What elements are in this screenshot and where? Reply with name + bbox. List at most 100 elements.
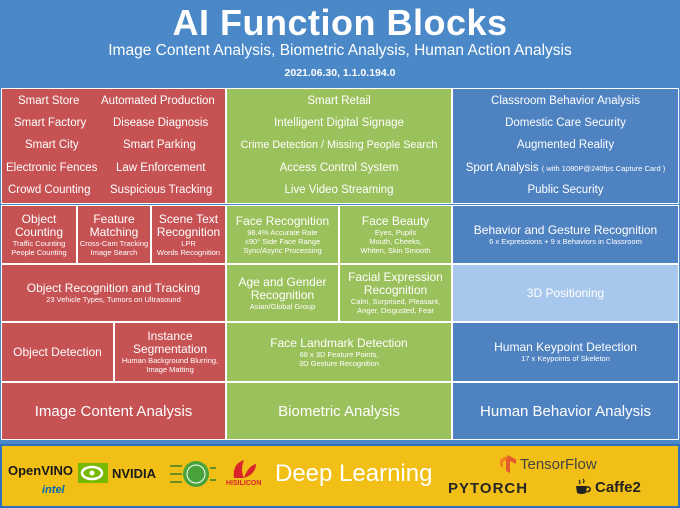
age-gender-title: Age and Gender [238,274,327,289]
face-beauty-title: Face Beauty [361,213,430,228]
object-tracking-detail: 23 Vehicle Types, Tumors on Ultrasound [46,295,181,304]
scene-text-title-2: Recognition [156,224,221,239]
page-subtitle: Image Content Analysis, Biometric Analys… [108,42,572,59]
version-label: 2021.06.30, 1.1.0.194.0 [284,67,396,79]
app-disease-diagnosis: Disease Diagnosis [113,117,209,129]
pytorch-logo-text: PYTORCH [448,480,529,497]
object-counting-detail-2: People Counting [11,247,67,257]
human-behavior-apps-panel: Classroom Behavior Analysis Domestic Car… [452,88,679,204]
object-counting-title-2: Counting [14,224,64,239]
image-content-analysis-footer: Image Content Analysis [1,382,226,440]
object-tracking-block: Object Recognition and Tracking 23 Vehic… [1,264,226,322]
facial-expression-detail-2: Anger, Disgusted, Fear [357,306,434,315]
face-landmark-detail: 68 x 3D Feature Points, [299,349,379,359]
face-beauty-detail: Eyes, Pupils [374,227,417,237]
behavior-gesture-title: Behavior and Gesture Recognition [473,222,658,237]
face-beauty-block: Face Beauty Eyes, Pupils Mouth, Cheeks, … [339,205,452,264]
facial-expression-detail: Calm, Surprised, Pleasant, [350,297,441,306]
scene-text-detail-2: Words Recognition [156,247,221,257]
feature-matching-detail-2: Image Search [90,247,138,257]
hisilicon-logo-text: HISILICON [226,480,262,487]
caffe2-logo: Caffe2 [574,478,641,496]
app-crowd-counting: Crowd Counting [8,184,91,196]
face-recognition-detail: 98.4% Accurate Rate [247,227,318,237]
app-classroom-behavior: Classroom Behavior Analysis [491,95,640,107]
object-counting-block: Object Counting Traffic Counting People … [1,205,77,264]
hisilicon-logo: HISILICON [226,458,261,487]
app-augmented-reality: Augmented Reality [516,139,615,151]
app-access-control: Access Control System [279,162,399,174]
positioning-3d-title: 3D Positioning [526,285,605,300]
object-counting-detail: Traffic Counting [12,238,66,248]
keypoint-detection-title: Human Keypoint Detection [494,340,637,354]
biometric-analysis-footer: Biometric Analysis [226,382,452,440]
object-detection-block: Object Detection [1,322,114,382]
scene-text-detail: LPR [181,238,196,248]
face-recognition-block: Face Recognition 98.4% Accurate Rate ±90… [226,205,339,264]
face-recognition-detail-3: Sync/Async Processing [243,245,322,255]
face-landmark-detail-2: 3D Gesture Recognition [298,358,380,368]
app-sport-analysis-note: ( with 1080P@240fps Capture Card ) [541,164,666,173]
behavior-gesture-detail: 6 x Expressions + 9 x Behaviors in Class… [489,236,642,246]
instance-segmentation-title-2: Segmentation [132,342,208,356]
app-digital-signage: Intelligent Digital Signage [274,117,404,129]
face-landmark-block: Face Landmark Detection 68 x 3D Feature … [226,322,452,382]
deep-learning-label: Deep Learning [275,460,433,487]
app-domestic-care: Domestic Care Security [505,117,626,129]
tensorflow-logo-text: TensorFlow [520,455,597,473]
keypoint-detection-block: Human Keypoint Detection 17 x Keypoints … [452,322,679,382]
object-counting-title: Object [21,211,57,226]
face-beauty-detail-2: Mouth, Cheeks, [369,236,422,246]
instance-segmentation-title: Instance [147,329,193,343]
instance-segmentation-detail-2: Image Matting [146,365,194,374]
face-landmark-title: Face Landmark Detection [270,335,408,350]
face-beauty-detail-3: Whiten, Skin Smooth [360,245,431,255]
caffe2-logo-text: Caffe2 [595,478,641,496]
app-electronic-fences: Electronic Fences [6,162,98,174]
chip-icon [170,461,216,487]
app-public-security: Public Security [527,184,604,196]
app-smart-store: Smart Store [18,95,80,107]
nvidia-logo-text: NVIDIA [112,465,157,481]
object-tracking-title: Object Recognition and Tracking [26,281,201,295]
facial-expression-title: Facial Expression [348,270,443,284]
app-crime-detection: Crime Detection / Missing People Search [240,139,438,151]
tensorflow-logo: TensorFlow [500,455,597,473]
app-smart-parking: Smart Parking [123,139,196,151]
instance-segmentation-block: Instance Segmentation Human Background B… [114,322,226,382]
hisilicon-icon [233,460,256,478]
object-detection-title: Object Detection [13,344,102,359]
keypoint-detection-detail: 17 x Keypoints of Skeleton [521,354,610,363]
app-sport-analysis: Sport Analysis ( with 1080P@240fps Captu… [453,162,678,174]
positioning-3d-block: 3D Positioning [452,264,679,322]
app-smart-city: Smart City [25,139,79,151]
human-behavior-analysis-footer: Human Behavior Analysis [452,382,679,440]
feature-matching-detail: Cross-Cam Tracking [79,238,149,248]
intel-logo-text: intel [42,484,65,496]
app-smart-factory: Smart Factory [14,117,87,129]
openvino-logo-text: OpenVINO [8,463,74,478]
app-law-enforcement: Law Enforcement [116,162,206,174]
age-gender-title-2: Recognition [250,287,315,302]
feature-matching-title: Feature [93,211,135,226]
app-sport-analysis-label: Sport Analysis [465,162,539,174]
app-live-video-streaming: Live Video Streaming [284,184,394,196]
pytorch-logo: PYTORCH [448,480,528,497]
openvino-logo: OpenVINO [8,463,73,478]
scene-text-title: Scene Text [158,211,219,226]
deep-learning-bar [0,444,680,508]
behavior-gesture-block: Behavior and Gesture Recognition 6 x Exp… [452,205,679,264]
image-content-apps-panel: Smart Store Automated Production Smart F… [1,88,226,204]
face-recognition-title: Face Recognition [235,213,330,228]
scene-text-block: Scene Text Recognition LPR Words Recogni… [151,205,226,264]
feature-matching-block: Feature Matching Cross-Cam Tracking Imag… [77,205,151,264]
nvidia-eye-icon [78,463,108,483]
feature-matching-title-2: Matching [89,224,139,239]
app-suspicious-tracking: Suspicious Tracking [110,184,213,196]
page-title: AI Function Blocks [172,2,508,43]
nvidia-logo: NVIDIA [78,462,156,484]
facial-expression-block: Facial Expression Recognition Calm, Surp… [339,264,452,322]
age-gender-detail: Asian/Global Group [249,301,316,311]
biometric-apps-panel: Smart Retail Intelligent Digital Signage… [226,88,452,204]
instance-segmentation-detail: Human Background Blurring, [121,356,219,365]
